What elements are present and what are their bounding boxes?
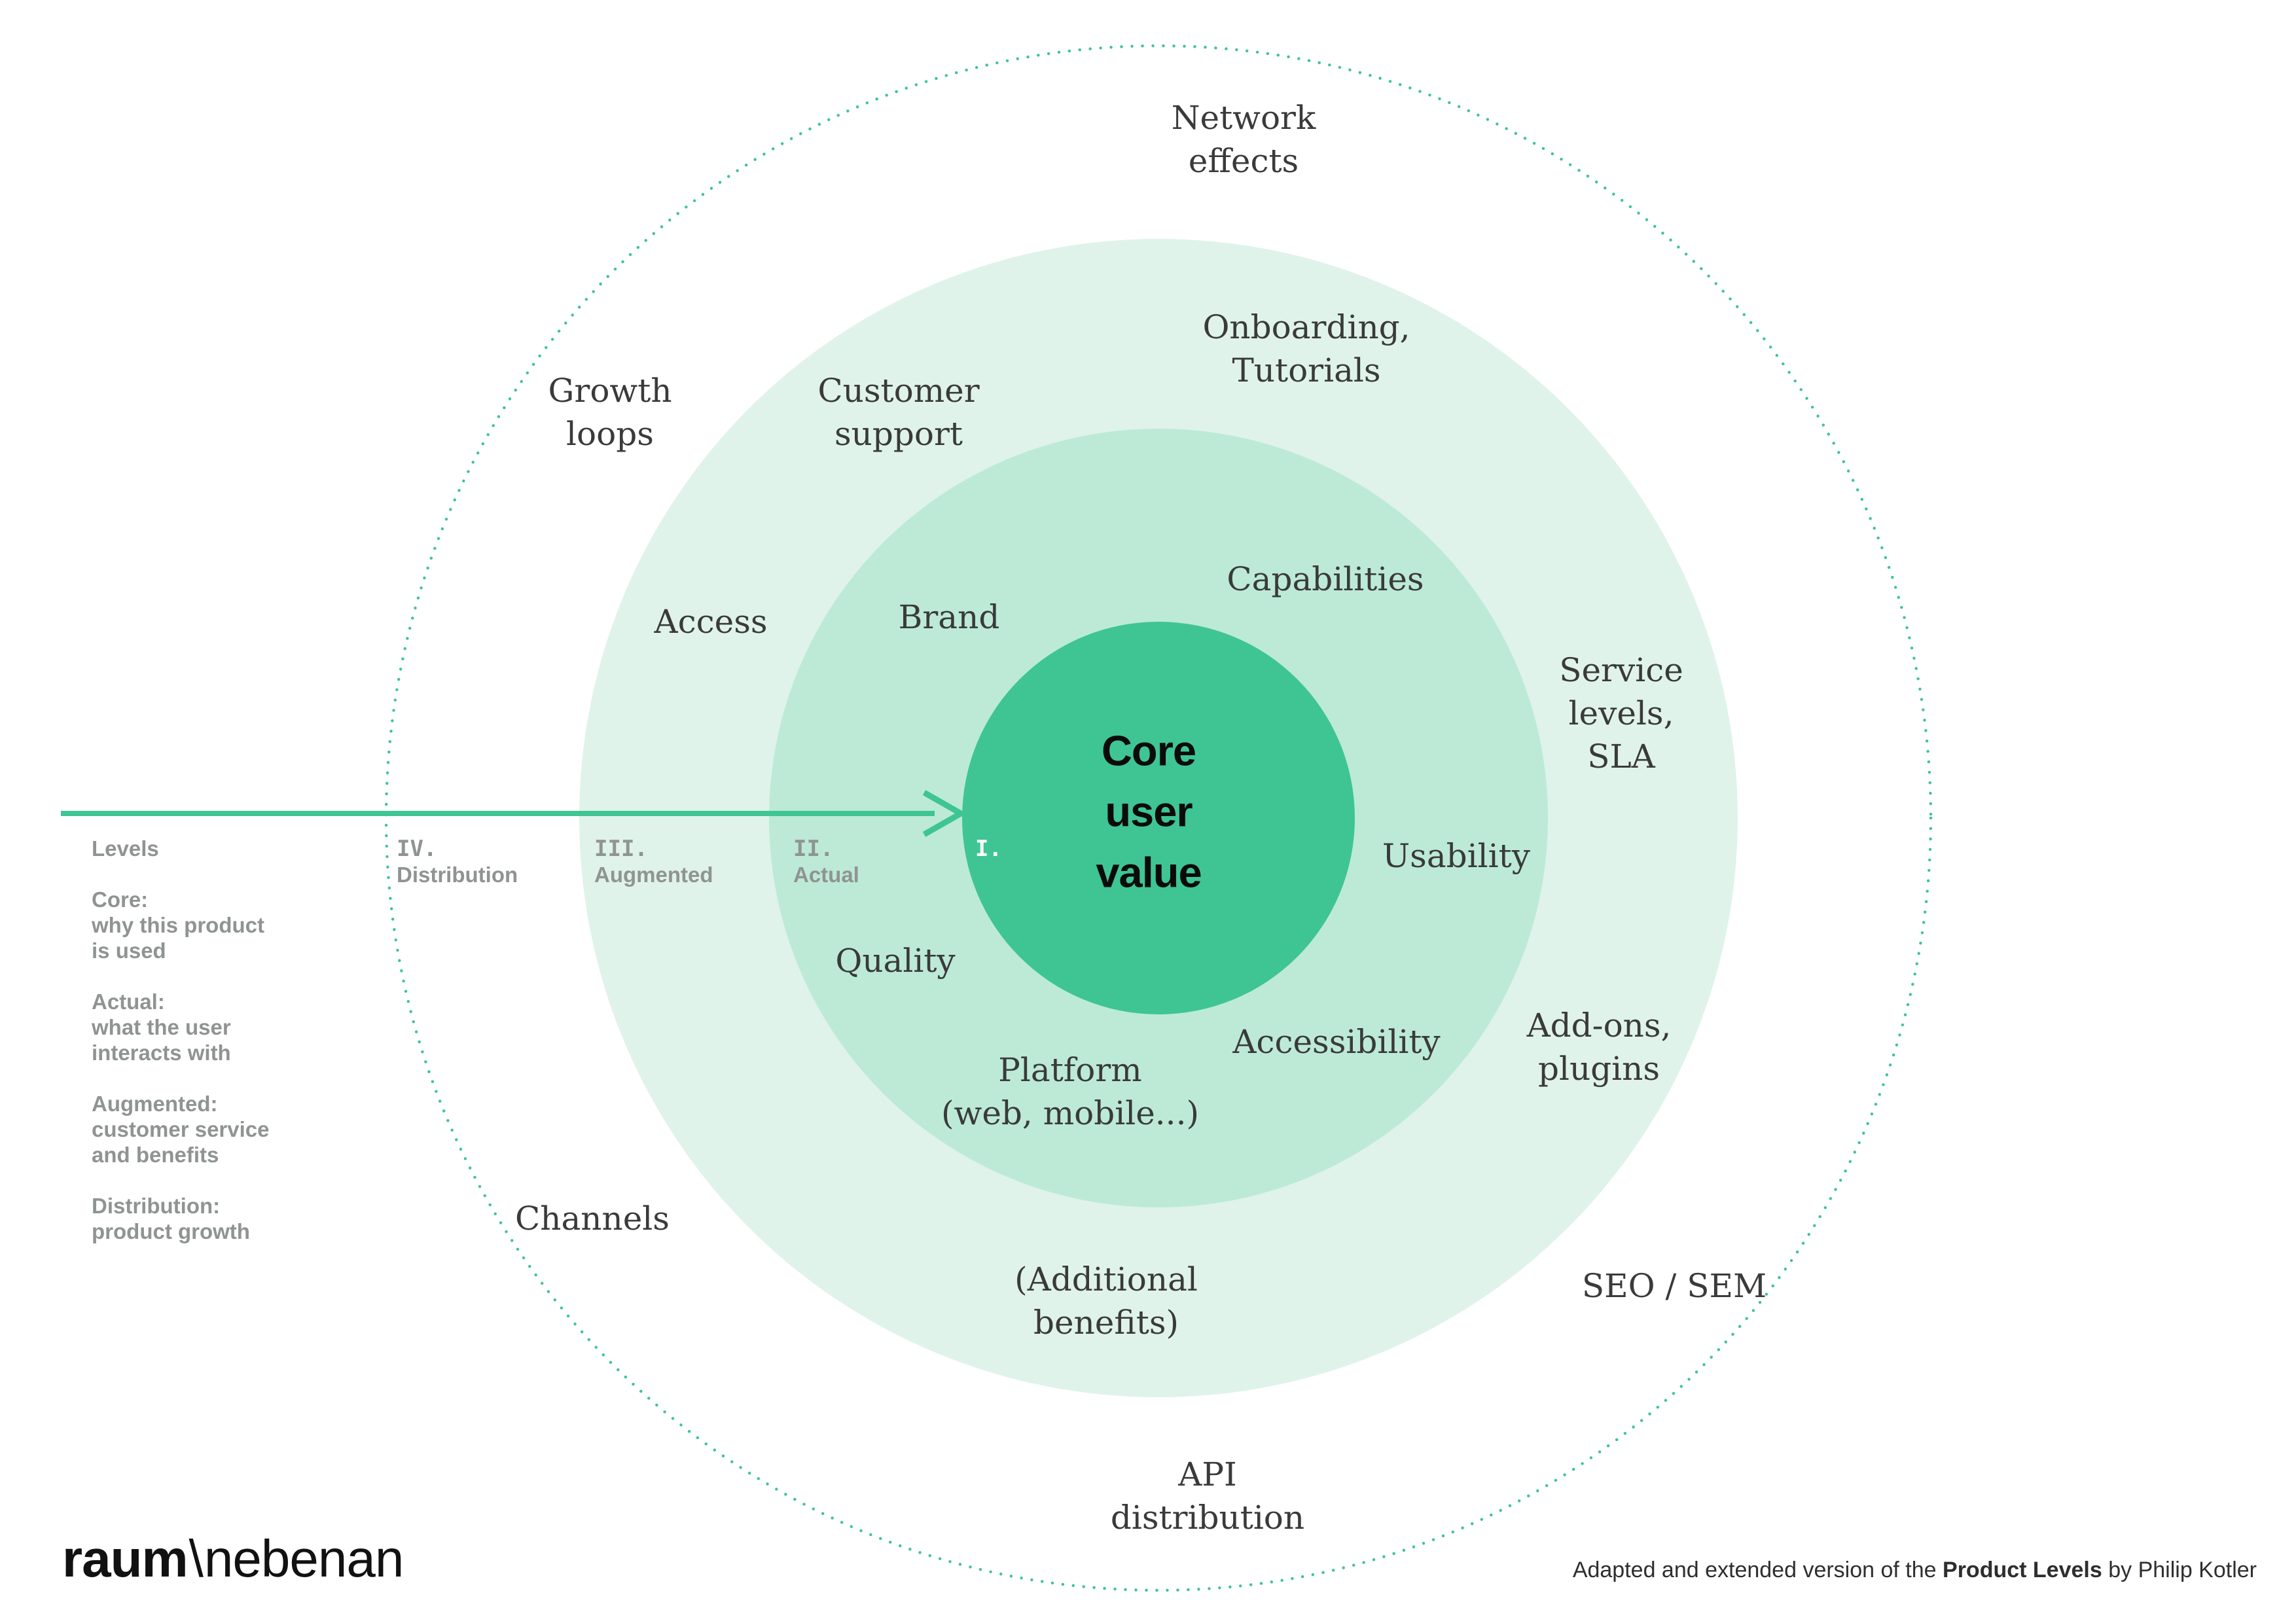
level-numeral: IV. [397, 836, 437, 862]
distribution-dotted-circle [384, 44, 1933, 1592]
level-mark-augmented: III. Augmented [594, 836, 713, 888]
label-additional-benefits: (Additional benefits) [1014, 1260, 1198, 1342]
legend-desc: product growth [92, 1219, 250, 1243]
level-mark-actual: II. Actual [793, 836, 859, 888]
label-brand: Brand [898, 598, 1000, 636]
label-network-effects: Network effects [1171, 99, 1316, 180]
label-accessibility: Accessibility [1232, 1023, 1441, 1061]
attribution: Adapted and extended version of the Prod… [1573, 1558, 2257, 1582]
level-numeral: III. [594, 836, 648, 862]
label-customer-support: Customer support [817, 372, 980, 453]
attribution-prefix: Adapted and extended version of the [1572, 1558, 1943, 1582]
logo-backslash: \ [188, 1529, 204, 1588]
label-platform: Platform (web, mobile...) [941, 1051, 1199, 1132]
label-capabilities: Capabilities [1227, 560, 1424, 598]
label-growth-loops: Growth loops [548, 372, 672, 453]
label-channels: Channels [515, 1200, 670, 1238]
label-seo-sem: SEO / SEM [1581, 1267, 1767, 1305]
label-service-levels: Service levels, SLA [1559, 651, 1683, 776]
legend-item-actual: Actual: what the user interacts with [92, 989, 270, 1065]
legend-term: Distribution: [92, 1194, 221, 1218]
legend-term: Core: [92, 887, 149, 912]
level-mark-core: I. [975, 836, 1002, 862]
label-quality: Quality [835, 942, 956, 980]
level-mark-distribution: IV. Distribution [397, 836, 518, 888]
logo-raum: raum [62, 1529, 188, 1588]
attribution-suffix: by Philip Kotler [2102, 1558, 2257, 1582]
label-api-distribution: API distribution [1110, 1455, 1305, 1537]
legend-desc: customer service and benefits [92, 1117, 270, 1167]
level-name: Distribution [397, 863, 518, 887]
legend-item-core: Core: why this product is used [92, 887, 270, 963]
level-numeral: II. [793, 836, 834, 862]
level-name: Actual [793, 863, 859, 887]
legend-desc: why this product is used [92, 913, 264, 963]
legend-title: Levels [92, 836, 159, 861]
label-access: Access [654, 603, 768, 641]
label-onboarding: Onboarding, Tutorials [1202, 308, 1410, 389]
levels-arrow-head-icon [922, 790, 967, 837]
legend-desc: what the user interacts with [92, 1015, 231, 1065]
levels-legend: Levels Core: why this product is used Ac… [92, 836, 270, 1244]
level-name: Augmented [594, 863, 713, 887]
level-numeral: I. [975, 836, 1002, 862]
ring-core [962, 622, 1355, 1014]
legend-item-augmented: Augmented: customer service and benefits [92, 1091, 270, 1168]
legend-item-distribution: Distribution: product growth [92, 1193, 270, 1244]
logo-nebenan: nebenan [204, 1529, 404, 1588]
legend-term: Augmented: [92, 1092, 218, 1116]
label-usability: Usability [1382, 837, 1530, 875]
legend-term: Actual: [92, 990, 165, 1014]
core-user-value-label: Core user value [1096, 726, 1202, 897]
attribution-title: Product Levels [1943, 1558, 2102, 1582]
raum-nebenan-logo: raum\nebenan [62, 1533, 404, 1585]
label-addons: Add-ons, plugins [1526, 1007, 1672, 1088]
